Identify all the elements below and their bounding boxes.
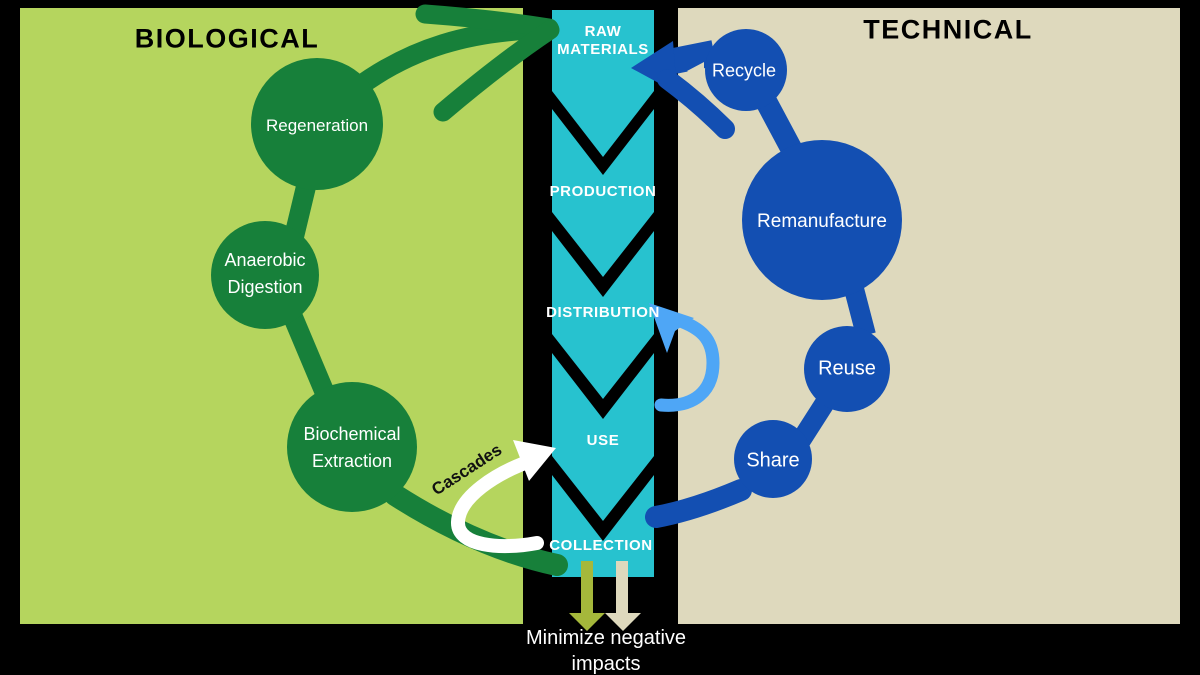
chevron-production <box>552 109 654 277</box>
anaerobic-line1: Anaerobic <box>224 250 306 270</box>
circle-remanufacture <box>742 140 902 300</box>
arc-share-to-collection <box>645 479 752 528</box>
biochemical-line1: Biochemical <box>303 424 401 444</box>
raw-line2: MATERIALS <box>557 41 649 58</box>
stage-label-use: USE <box>586 432 620 449</box>
node-label-regeneration: Regeneration <box>265 116 369 135</box>
node-label-biochemical-extraction: Biochemical Extraction <box>303 421 400 475</box>
chevron-collection <box>552 475 654 577</box>
biochemical-line2: Extraction <box>311 451 393 471</box>
node-label-recycle: Recycle <box>711 60 777 81</box>
return-arrowhead <box>649 303 694 353</box>
node-label-reuse: Reuse <box>818 357 876 380</box>
circle-anaerobic-digestion <box>211 221 319 329</box>
cascades-arrow-curve <box>451 452 544 554</box>
minimize-arrow-beige-head <box>605 613 641 631</box>
technical-title: TECHNICAL <box>863 14 1033 45</box>
biological-title: BIOLOGICAL <box>134 23 320 54</box>
stage-label-collection: COLLECTION <box>549 537 653 554</box>
node-label-remanufacture: Remanufacture <box>757 211 887 232</box>
circle-reuse <box>804 326 890 412</box>
minimize-arrow-olive-shaft <box>581 561 593 615</box>
stage-label-production: PRODUCTION <box>549 183 657 200</box>
raw-line1: RAW <box>584 23 622 40</box>
recycle-small-triangle-icon <box>687 62 704 80</box>
chevron-use <box>552 353 654 521</box>
minimize-arrow-beige-shaft <box>616 561 628 615</box>
minimize-arrow-olive-head <box>569 613 605 631</box>
anaerobic-line2: Digestion <box>227 277 303 297</box>
minimize-impacts-label: Minimize negative impacts <box>526 625 686 675</box>
stage-label-raw-materials: RAW MATERIALS <box>557 23 649 59</box>
stage-label-distribution: DISTRIBUTION <box>546 304 660 321</box>
chevron-distribution <box>552 231 654 399</box>
recycle-arrow-lower-barb <box>657 69 735 139</box>
minimize-line2: impacts <box>571 653 641 675</box>
cascades-arrowhead <box>513 440 556 481</box>
chevron-raw-materials <box>552 10 654 157</box>
circle-regeneration <box>251 58 383 190</box>
circle-biochemical-extraction <box>287 382 417 512</box>
biological-arrowhead-lower-barb <box>433 20 560 122</box>
return-arrow-curve <box>654 313 720 412</box>
biological-arrowhead-upper-barb <box>415 4 559 38</box>
node-label-share: Share <box>746 449 800 472</box>
circle-share <box>734 420 812 498</box>
minimize-line1: Minimize negative <box>525 627 687 649</box>
node-label-anaerobic-digestion: Anaerobic Digestion <box>224 247 305 301</box>
arc-biochemical-to-collection <box>384 484 568 576</box>
connector-remanufacture-reuse <box>843 282 876 338</box>
circle-recycle <box>705 29 787 111</box>
